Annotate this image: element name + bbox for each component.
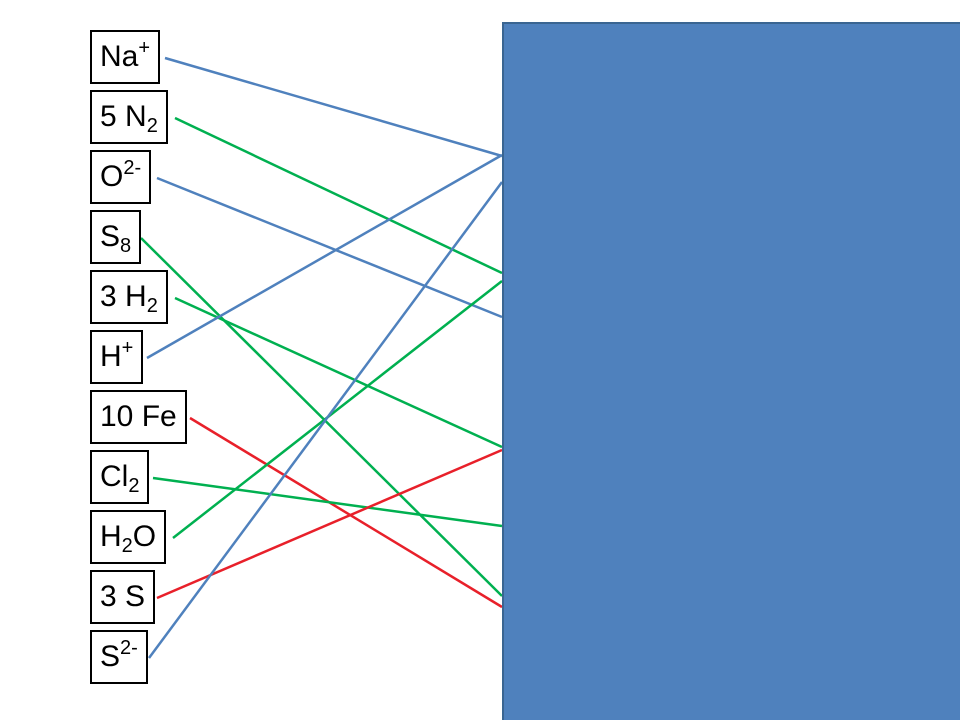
term-box-s8: S8	[90, 210, 142, 264]
term-s2-text-1: 2-	[120, 637, 138, 659]
connector-h2o-green	[172, 280, 503, 539]
term-h2o-text-2: O	[132, 520, 157, 553]
term-h2o-text-0: H	[100, 520, 122, 553]
term-h2-text-0: 3 H	[100, 280, 147, 313]
term-box-s2: S2-	[90, 630, 148, 684]
connector-o2-blue	[156, 176, 503, 319]
answer-cover-rectangle	[502, 22, 960, 720]
term-s8-text-0: S	[100, 220, 121, 253]
term-na-text-0: Na	[100, 40, 139, 73]
term-n2-text-1: 2	[146, 115, 158, 137]
term-box-n2: 5 N2	[90, 90, 168, 144]
term-box-na: Na+	[90, 30, 161, 84]
connector-s3-red	[156, 448, 503, 600]
term-cl2-text-1: 2	[128, 475, 140, 497]
term-s8-text-1: 8	[120, 235, 132, 257]
term-n2-text-0: 5 N	[100, 100, 147, 133]
term-box-h2: 3 H2	[90, 270, 168, 324]
term-box-cl2: Cl2	[90, 450, 150, 504]
term-na-text-1: +	[138, 37, 151, 59]
term-o2-text-1: 2-	[123, 157, 142, 179]
connector-cl2-green	[152, 476, 503, 528]
term-s3-text-0: 3 S	[100, 580, 146, 613]
connector-s2-blue	[147, 181, 504, 659]
term-box-o2: O2-	[90, 150, 152, 204]
term-h-text-1: +	[121, 337, 134, 359]
term-box-h: H+	[90, 330, 144, 384]
connector-s8-green	[140, 237, 503, 597]
connector-na-blue	[164, 56, 503, 158]
term-o2-text-0: O	[100, 160, 124, 193]
term-box-h2o: H2O	[90, 510, 167, 564]
connector-fe-red	[189, 416, 503, 609]
connector-h-blue	[146, 153, 503, 360]
term-cl2-text-0: Cl	[100, 460, 129, 493]
term-box-fe: 10 Fe	[90, 390, 187, 444]
connector-n2-green	[174, 116, 503, 275]
connector-h2-green	[174, 296, 503, 449]
term-h-text-0: H	[100, 340, 122, 373]
term-box-s3: 3 S	[90, 570, 156, 624]
term-h2-text-1: 2	[146, 295, 158, 317]
term-h2o-text-1: 2	[121, 535, 133, 557]
term-s2-text-0: S	[100, 640, 121, 673]
term-fe-text-0: 10 Fe	[100, 400, 177, 433]
